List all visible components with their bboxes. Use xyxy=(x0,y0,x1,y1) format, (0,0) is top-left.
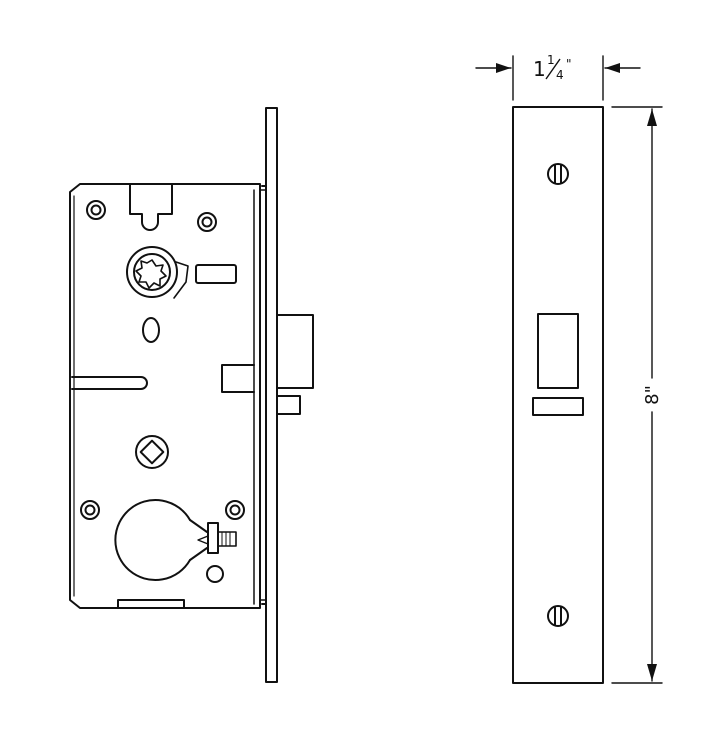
mounting-hole-top-right xyxy=(197,212,217,232)
faceplate-screw-bottom xyxy=(547,605,569,627)
faceplate-front-view xyxy=(512,106,604,684)
width-unit: " xyxy=(566,57,572,71)
latch-bolt xyxy=(276,314,314,389)
front-cutout xyxy=(221,364,255,393)
height-arrow-bottom xyxy=(647,664,657,681)
mounting-hole-bottom-right xyxy=(225,500,245,520)
mounting-hole-top-left xyxy=(86,200,106,220)
horizontal-slot xyxy=(71,376,148,390)
latch-opening xyxy=(537,313,579,389)
lock-case-outline xyxy=(69,183,261,609)
hub-slot xyxy=(195,264,237,284)
height-dimension xyxy=(611,106,663,684)
small-hole xyxy=(206,565,224,583)
side-faceplate xyxy=(265,107,278,683)
oval-hole xyxy=(142,317,160,343)
height-dimension-label: 8" xyxy=(642,385,663,405)
deadbolt-stub xyxy=(276,395,301,415)
width-arrow-right xyxy=(605,63,620,73)
cylinder-cutout xyxy=(114,499,237,581)
width-denominator: 4 xyxy=(556,68,564,82)
faceplate-screw-top xyxy=(547,163,569,185)
width-whole: 1 xyxy=(533,57,546,81)
width-numerator: 1 xyxy=(547,53,555,67)
spindle-hub xyxy=(126,246,189,299)
bottom-notch xyxy=(117,599,185,608)
deadbolt-opening xyxy=(532,397,584,416)
top-notch xyxy=(129,184,173,231)
front-faceplate xyxy=(512,106,604,684)
width-arrow-left xyxy=(496,63,511,73)
lock-body-side-view xyxy=(69,107,314,683)
mounting-hole-bottom-left xyxy=(80,500,100,520)
square-spindle xyxy=(135,435,169,469)
height-arrow-top xyxy=(647,109,657,126)
width-dimension-label: 1 1 4 " xyxy=(533,53,572,82)
